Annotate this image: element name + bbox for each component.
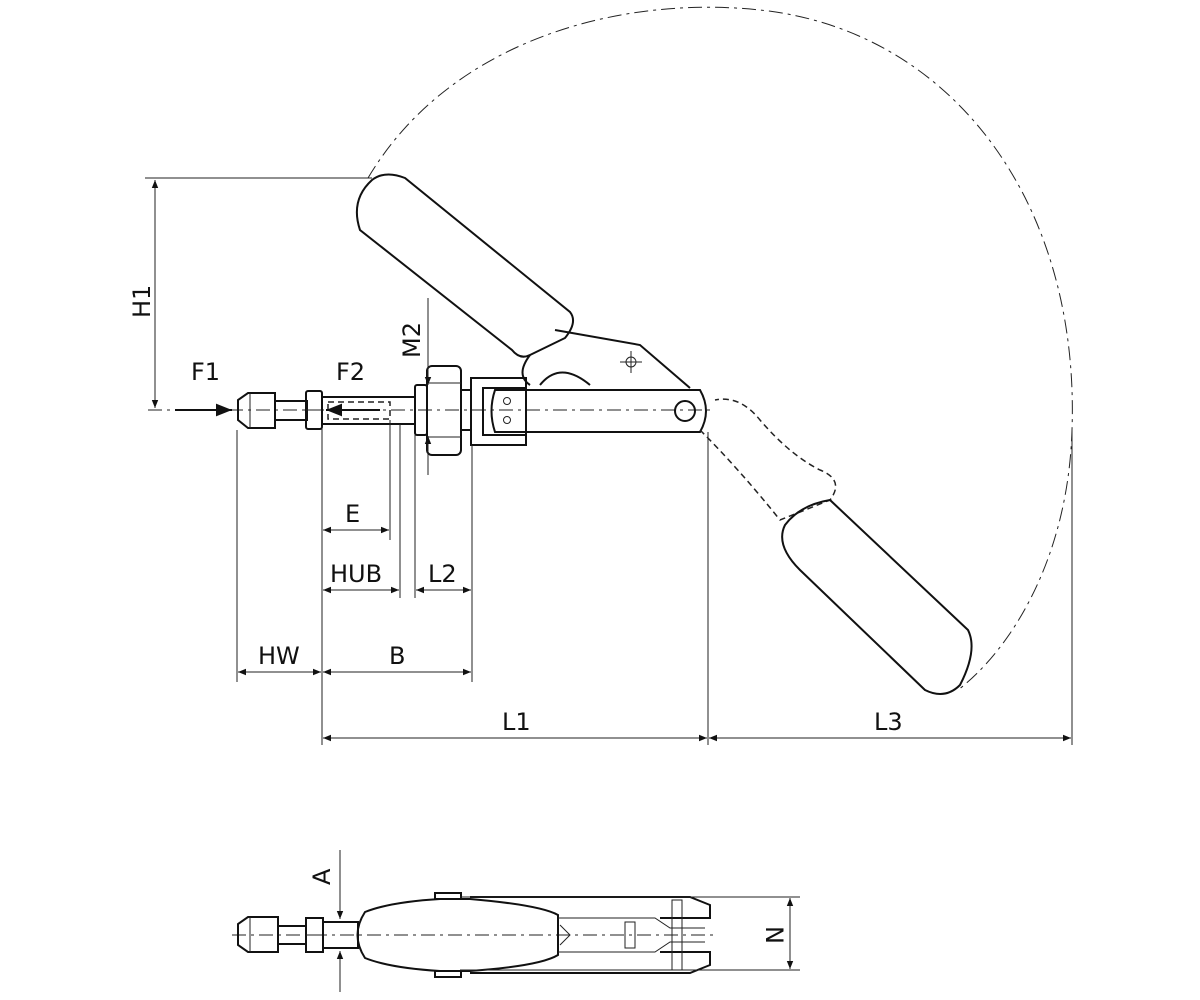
dimension-label-l1: L1 <box>502 708 531 736</box>
top-view <box>232 892 800 978</box>
dimension-label-m2: M2 <box>398 322 426 358</box>
extension-lines <box>236 420 1073 745</box>
dimension-label-hub: HUB <box>330 560 382 588</box>
side-view <box>237 173 973 695</box>
dimension-label-l2: L2 <box>428 560 457 588</box>
dimension-label-hw: HW <box>258 642 300 670</box>
handle-swing-arc <box>367 6 1073 691</box>
dimension-label-l3: L3 <box>874 708 903 736</box>
force-label-f2: F2 <box>336 358 365 386</box>
dimension-label-n: N <box>760 926 788 944</box>
handle-closed <box>356 173 575 358</box>
dimension-label-a: A <box>308 868 336 885</box>
force-label-f1: F1 <box>191 358 220 386</box>
dimension-label-h1: H1 <box>128 285 156 318</box>
dimension-label-e: E <box>345 500 360 528</box>
dimension-label-b: B <box>389 642 405 670</box>
handle-open <box>699 398 837 521</box>
